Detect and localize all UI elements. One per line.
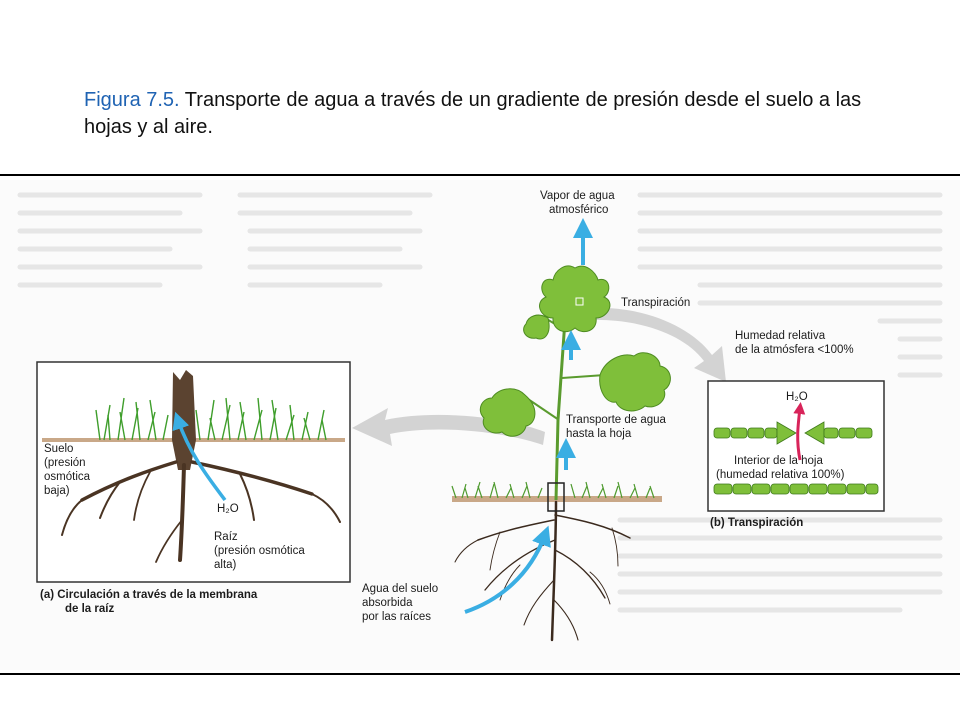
plant-roots	[454, 500, 631, 642]
leaf-small	[523, 314, 550, 340]
figure-caption: Figura 7.5. Transporte de agua a través …	[84, 87, 904, 141]
panel-a-roots	[61, 460, 341, 563]
plant-grass	[451, 481, 655, 499]
panel-b-transpiration: H₂O Interior de la hoja (humedad relativ…	[707, 380, 885, 529]
figure-number: Figura 7.5.	[84, 89, 180, 111]
leaf-right	[599, 352, 671, 412]
water-arrows-plant	[464, 218, 593, 614]
panel-b-upper-cells	[713, 421, 873, 445]
label-interior-2: (humedad relativa 100%)	[716, 469, 845, 481]
label-suelo: Suelo	[44, 443, 73, 455]
label-suelo-4: baja)	[44, 485, 70, 497]
label-suelo-2: (presión	[44, 457, 86, 469]
bottom-rule	[0, 673, 960, 675]
panel-a-water-arrow	[172, 411, 227, 502]
panel-b-lower-cells	[713, 483, 879, 495]
top-rule	[0, 174, 960, 176]
label-raiz-3: alta)	[214, 559, 237, 571]
main-plant	[451, 265, 671, 642]
label-agua: Agua del suelo	[362, 583, 438, 595]
label-humedad-2: de la atmósfera <100%	[735, 344, 854, 356]
label-h2o-leaf: H₂O	[786, 391, 808, 403]
label-humedad: Humedad relativa	[735, 330, 826, 342]
panel-a-title-2: de la raíz	[65, 603, 114, 615]
label-raiz-2: (presión osmótica	[214, 545, 305, 557]
label-vapor: Vapor de agua	[540, 190, 615, 202]
label-transporte: Transporte de agua	[566, 414, 667, 426]
label-agua-2: absorbida	[362, 597, 413, 609]
leaf-top	[539, 265, 611, 333]
stem-zoom-box	[547, 482, 565, 512]
label-h2o-root: H₂O	[217, 503, 239, 515]
panel-a-root-membrane: Suelo (presión osmótica baja) H₂O Raíz (…	[36, 361, 351, 615]
label-agua-3: por las raíces	[362, 611, 431, 623]
label-transpiracion: Transpiración	[621, 297, 690, 309]
label-transporte-2: hasta la hoja	[566, 428, 632, 440]
caption-text: Transporte de agua a través de un gradie…	[84, 89, 862, 138]
panel-b-title: (b) Transpiración	[710, 517, 803, 529]
label-raiz: Raíz	[214, 531, 238, 543]
panel-a-title: (a) Circulación a través de la membrana	[40, 589, 258, 601]
panel-a-grass	[95, 397, 327, 441]
label-interior: Interior de la hoja	[734, 455, 823, 467]
label-vapor-2: atmosférico	[549, 204, 608, 216]
label-suelo-3: osmótica	[44, 471, 91, 483]
leaf-left	[479, 388, 536, 437]
grey-arrow-to-panel-a	[352, 408, 545, 446]
